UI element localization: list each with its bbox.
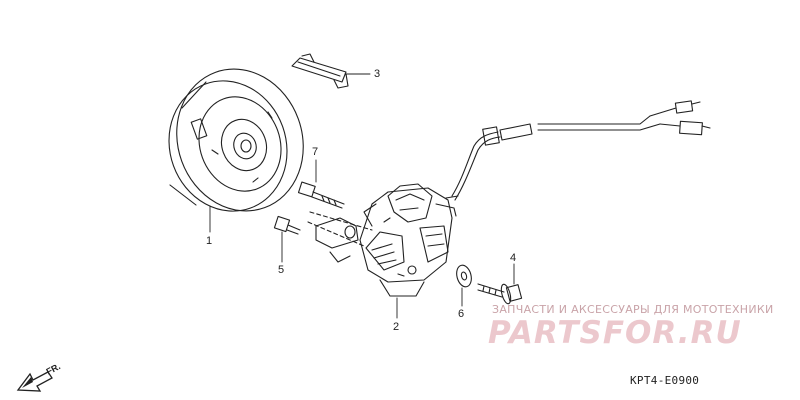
front-direction-arrow-icon — [16, 371, 53, 392]
watermark-tagline: ЗАПЧАСТИ И АКСЕССУАРЫ ДЛЯ МОТОТЕХНИКИ — [492, 303, 774, 316]
washer-part — [456, 264, 472, 288]
watermark-brand: PARTSFOR.RU — [488, 315, 742, 351]
callout-2: 2 — [393, 321, 400, 333]
leader-lines — [209, 73, 515, 319]
pulser-coil-bracket — [307, 211, 373, 263]
short-bolt-part — [273, 215, 301, 235]
callout-7: 7 — [312, 146, 319, 158]
stator-assembly-part — [359, 183, 459, 297]
callout-1: 1 — [206, 235, 213, 247]
diagram-code: KPT4-E0900 — [630, 374, 700, 387]
callout-4: 4 — [510, 252, 517, 264]
wire-clamp-part — [291, 53, 349, 89]
stator-wire-harness — [451, 100, 711, 201]
callout-3: 3 — [374, 68, 381, 80]
long-bolt-part — [297, 181, 345, 209]
callout-6: 6 — [458, 308, 465, 320]
flange-bolt-part — [477, 283, 523, 305]
flywheel-rotor-part — [168, 68, 304, 212]
callout-5: 5 — [278, 264, 285, 276]
